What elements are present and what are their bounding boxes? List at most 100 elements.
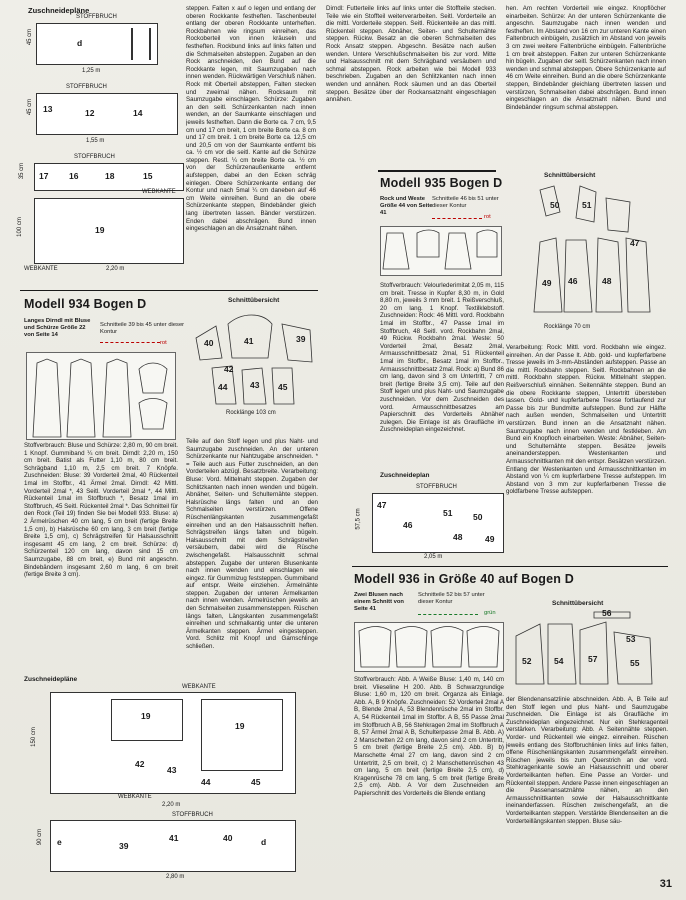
piece-label: 57 — [588, 654, 598, 664]
fabric-rect: 19 19 42 43 44 45 — [50, 692, 296, 794]
piece-label: 51 — [582, 200, 592, 210]
width-label: 2,05 m — [424, 554, 443, 560]
model934-contour-color: rot — [160, 340, 167, 346]
piece-label: 48 — [453, 532, 463, 542]
rock-length: Rocklänge 103 cm — [226, 410, 276, 416]
selvage-label: WEBKANTE — [182, 684, 216, 690]
piece-label: 53 — [626, 634, 636, 644]
piece-label: d — [261, 837, 267, 847]
piece-label: 54 — [554, 656, 564, 666]
selvage-label: WEBKANTE — [118, 794, 152, 800]
piece-label: 45 — [278, 382, 288, 392]
contour-line — [418, 614, 478, 615]
piece-label: 43 — [167, 765, 177, 775]
height-label: 57,5 cm — [355, 508, 362, 530]
model934-pattern-layout: 40 41 42 39 43 44 45 Rocklänge 103 cm — [192, 308, 320, 420]
model934-contour-note: Schnitteile 39 bis 45 unter dieser Kontu… — [100, 322, 185, 335]
height-label: 90 cm — [37, 828, 44, 846]
fabric-rect: 13 12 14 — [36, 93, 178, 135]
model934-sketch — [26, 352, 176, 440]
fabric-rect: 47 46 51 50 48 49 — [372, 493, 504, 553]
model934-processing: Teile auf den Stoff legen und plus Naht-… — [186, 438, 318, 651]
piece-label: 14 — [133, 108, 143, 118]
piece-label: 49 — [485, 534, 495, 544]
fabric-rect: d — [36, 23, 158, 65]
piece-label: 40 — [223, 833, 233, 843]
height-label: 45 cm — [27, 28, 34, 46]
piece-label: 13 — [43, 104, 53, 114]
fold-label: STOFFBRUCH — [172, 812, 213, 818]
model936-contour-color: grün — [484, 610, 496, 616]
fold-label: STOFFBRUCH — [74, 154, 115, 160]
model935-pattern-layout: 50 51 46 49 48 47 Rocklänge 70 cm — [510, 182, 660, 334]
model935-instructions: Stoffverbrauch: Velourlederimitat 2,05 m… — [380, 282, 504, 434]
piece-label: 17 — [39, 171, 49, 181]
fabric-rect-top: 17 16 18 15 — [34, 163, 184, 191]
model936-instructions: Stoffverbrauch: Abb. A Weiße Bluse: 1,40… — [354, 676, 504, 797]
page-number: 31 — [659, 878, 672, 890]
piece-label: 46 — [568, 276, 578, 286]
width-label: 2,80 m — [166, 874, 185, 880]
piece-label: 45 — [251, 777, 261, 787]
model934-caption: Langes Dirndl mit Bluse und Schürze Größ… — [24, 318, 91, 338]
model935-layout-heading: Schnittübersicht — [544, 172, 596, 179]
piece-label: 18 — [105, 171, 115, 181]
fold-label: STOFFBRUCH — [76, 14, 117, 20]
piece-label: 50 — [550, 200, 560, 210]
piece-label: 19 — [235, 721, 245, 731]
model936-title: Modell 936 in Größe 40 auf Bogen D — [354, 572, 575, 586]
fabric-rect-bottom: 19 — [34, 198, 184, 264]
width-label: 2,20 m — [106, 266, 125, 272]
cutting-diagram-1: STOFFBRUCH d 45 cm 1,25 m — [26, 14, 176, 76]
height-label-top: 35 cm — [19, 162, 26, 180]
piece-label: e — [57, 837, 62, 847]
contour-line — [432, 218, 482, 219]
model935-caption: Rock und Weste Größe 44 von Seite 41 — [380, 196, 433, 216]
model934-title: Modell 934 Bogen D — [24, 297, 147, 311]
model935-sketch — [380, 226, 502, 276]
piece-label: 44 — [218, 382, 228, 392]
model935-title: Modell 935 Bogen D — [380, 176, 503, 190]
col3-instructions: Dirndl: Futterteile links auf links unte… — [326, 5, 496, 104]
selvage-label: WEBKANTE — [24, 266, 58, 272]
piece-label: 19 — [141, 711, 151, 721]
piece-label: 19 — [95, 225, 105, 235]
cutting-diagram-3: STOFFBRUCH 17 16 18 15 WEBKANTE 19 35 cm… — [17, 154, 184, 278]
piece-label: 15 — [143, 171, 153, 181]
divider — [20, 290, 318, 291]
model936-layout-heading: Schnittübersicht — [552, 600, 604, 607]
height-label-bottom: 100 cm — [16, 217, 23, 237]
piece-label: d — [77, 38, 83, 48]
model934-cutting-layout: WEBKANTE 19 19 42 43 44 45 150 cm WEBKAN… — [22, 684, 322, 894]
model935-rule — [378, 170, 496, 172]
piece-label: 52 — [522, 656, 532, 666]
model936-pattern-layout: 56 52 54 57 53 55 — [510, 608, 660, 690]
cutting-diagram-2: STOFFBRUCH 13 12 14 45 cm 1,55 m — [26, 84, 178, 146]
divider — [352, 566, 668, 567]
height-label: 150 cm — [30, 727, 37, 747]
model935-contour-color: rot — [484, 214, 491, 220]
contour-line — [100, 342, 160, 343]
piece-label: 43 — [250, 380, 260, 390]
model936-sketch — [354, 622, 504, 672]
width-label: 2,20 m — [162, 802, 181, 808]
model936-contour-note: Schnitteile 52 bis 57 unter dieser Kontu… — [418, 592, 485, 605]
model934-layout-heading: Schnittübersicht — [228, 297, 280, 304]
piece-label: 39 — [119, 841, 129, 851]
piece-label: 46 — [403, 520, 413, 530]
model935-processing: Verarbeitung: Rock: Mittl. vord. Rockbah… — [506, 344, 666, 496]
piece-label: 16 — [69, 171, 79, 181]
piece-label: 42 — [224, 364, 234, 374]
piece-label: 51 — [443, 508, 453, 518]
model934-instructions: Stoffverbrauch: Bluse und Schürze: 2,80 … — [24, 442, 178, 579]
piece-label: 50 — [473, 512, 483, 522]
width-label: 1,55 m — [86, 138, 105, 144]
piece-label: 48 — [602, 276, 612, 286]
piece-label: 47 — [377, 500, 387, 510]
piece-label: 40 — [204, 338, 214, 348]
model936-processing: der Blendenansatzlinie abschneiden. Abb.… — [506, 696, 668, 825]
col2-instructions: steppen. Falten x auf o legen und entlan… — [186, 5, 316, 233]
piece-label: 39 — [296, 334, 306, 344]
piece-label: 55 — [630, 658, 640, 668]
